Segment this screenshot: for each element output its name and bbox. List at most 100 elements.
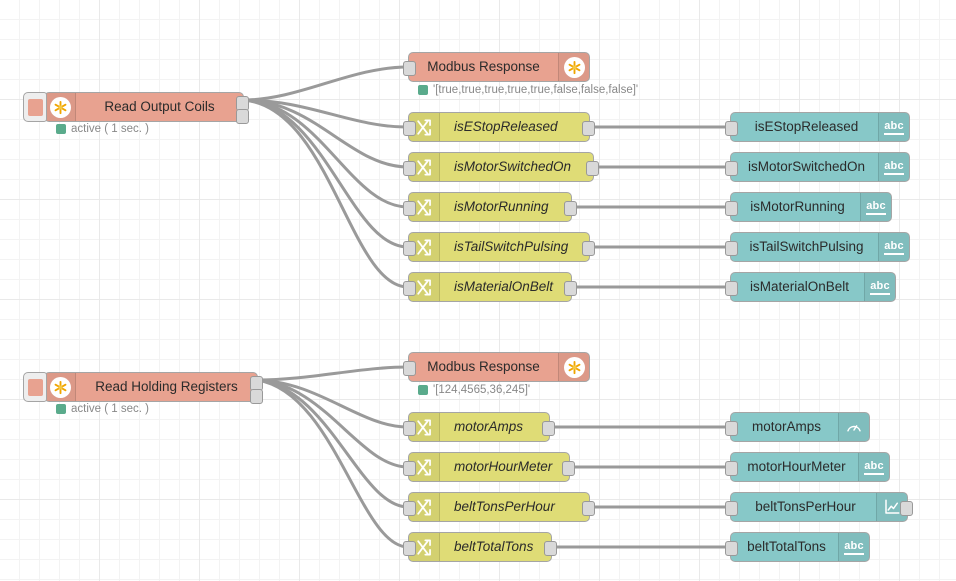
input-port[interactable]: [403, 361, 416, 376]
node-label: isMaterialOnBelt: [749, 279, 850, 294]
abc-icon: abc: [878, 113, 909, 141]
node-function-isestopreleased[interactable]: isEStopReleased: [403, 112, 595, 142]
status-text: active ( 1 sec. ): [71, 403, 149, 415]
abc-icon: abc: [858, 453, 889, 481]
input-port[interactable]: [725, 121, 738, 136]
input-port[interactable]: [403, 121, 416, 136]
wire-registers-fn-1: [256, 378, 409, 429]
node-label: beltTotalTons: [747, 539, 826, 554]
input-port[interactable]: [725, 421, 738, 436]
node-function-ismaterialonbelt[interactable]: isMaterialOnBelt: [403, 272, 577, 302]
output-port[interactable]: [582, 241, 595, 256]
wire-coils-fn-2: [242, 98, 409, 169]
wire-coils-fn-1: [242, 98, 409, 129]
status-read-holding-registers: active ( 1 sec. ): [56, 403, 149, 415]
node-read-holding-registers[interactable]: Read Holding Registers: [23, 372, 263, 404]
input-port[interactable]: [403, 201, 416, 216]
output-port[interactable]: [564, 281, 577, 296]
node-label: motorAmps: [454, 419, 524, 434]
status-dot: [418, 385, 428, 395]
abc-icon: abc: [860, 193, 891, 221]
output-port[interactable]: [562, 461, 575, 476]
modbus-asterisk-icon: [45, 93, 76, 121]
input-port[interactable]: [403, 421, 416, 436]
modbus-asterisk-icon: [558, 353, 589, 381]
inject-trigger-button[interactable]: [23, 372, 47, 402]
output-port[interactable]: [582, 121, 595, 136]
input-port[interactable]: [403, 61, 416, 76]
wire-registers-fn-3: [256, 378, 409, 509]
output-port-2[interactable]: [250, 389, 263, 404]
node-label: Read Holding Registers: [95, 379, 238, 394]
output-port[interactable]: [586, 161, 599, 176]
node-function-motoramps[interactable]: motorAmps: [403, 412, 555, 442]
node-function-belttotaltons[interactable]: beltTotalTons: [403, 532, 557, 562]
node-label: isTailSwitchPulsing: [454, 239, 569, 254]
output-port[interactable]: [582, 501, 595, 516]
status-text: '[124,4565,36,245]': [433, 384, 531, 396]
node-label: beltTonsPerHour: [755, 499, 856, 514]
wire-coils-fn-4: [242, 98, 409, 249]
input-port[interactable]: [403, 161, 416, 176]
node-debug-ismaterialonbelt[interactable]: isMaterialOnBelt abc: [725, 272, 896, 302]
node-label: Modbus Response: [427, 59, 540, 74]
node-label: Modbus Response: [427, 359, 540, 374]
function-icon: [409, 193, 440, 221]
output-port[interactable]: [542, 421, 555, 436]
node-debug-motorhourmeter[interactable]: motorHourMeter abc: [725, 452, 890, 482]
wire-registers-fn-4: [256, 378, 409, 549]
node-label: isMotorSwitchedOn: [747, 159, 866, 174]
input-port[interactable]: [725, 241, 738, 256]
node-function-motorhourmeter[interactable]: motorHourMeter: [403, 452, 575, 482]
node-debug-belttotaltons[interactable]: beltTotalTons abc: [725, 532, 870, 562]
output-port[interactable]: [564, 201, 577, 216]
node-chart-belttonsperhour[interactable]: beltTonsPerHour: [725, 492, 913, 522]
status-modbus-response-coils: '[true,true,true,true,true,false,false,f…: [418, 84, 638, 96]
node-debug-istailswitchpulsing[interactable]: isTailSwitchPulsing abc: [725, 232, 910, 262]
input-port[interactable]: [725, 541, 738, 556]
output-port[interactable]: [900, 501, 913, 516]
status-dot: [56, 124, 66, 134]
node-label: isEStopReleased: [454, 119, 558, 134]
node-modbus-response-registers[interactable]: Modbus Response: [403, 352, 590, 382]
node-debug-ismotorrunning[interactable]: isMotorRunning abc: [725, 192, 892, 222]
node-function-ismotorswitchedon[interactable]: isMotorSwitchedOn: [403, 152, 599, 182]
node-gauge-motoramps[interactable]: motorAmps: [725, 412, 870, 442]
status-read-output-coils: active ( 1 sec. ): [56, 123, 149, 135]
node-debug-isestopreleased[interactable]: isEStopReleased abc: [725, 112, 910, 142]
status-text: active ( 1 sec. ): [71, 123, 149, 135]
input-port[interactable]: [403, 281, 416, 296]
input-port[interactable]: [725, 161, 738, 176]
status-modbus-response-registers: '[124,4565,36,245]': [418, 384, 530, 396]
input-port[interactable]: [403, 541, 416, 556]
node-read-output-coils[interactable]: Read Output Coils: [23, 92, 249, 124]
abc-icon: abc: [878, 233, 909, 261]
node-label: isMotorRunning: [454, 199, 549, 214]
node-function-ismotorrunning[interactable]: isMotorRunning: [403, 192, 577, 222]
node-debug-ismotorswitchedon[interactable]: isMotorSwitchedOn abc: [725, 152, 910, 182]
inject-trigger-button[interactable]: [23, 92, 47, 122]
node-function-belttonsperhour[interactable]: beltTonsPerHour: [403, 492, 595, 522]
gauge-icon: [838, 413, 869, 441]
input-port[interactable]: [725, 281, 738, 296]
function-icon: [409, 533, 440, 561]
output-port-2[interactable]: [236, 109, 249, 124]
node-function-istailswitchpulsing[interactable]: isTailSwitchPulsing: [403, 232, 595, 262]
wire-registers-fn-2: [256, 378, 409, 469]
node-label: beltTonsPerHour: [454, 499, 555, 514]
input-port[interactable]: [725, 201, 738, 216]
status-text: '[true,true,true,true,true,false,false,f…: [433, 84, 639, 96]
abc-icon: abc: [878, 153, 909, 181]
input-port[interactable]: [725, 501, 738, 516]
abc-icon: abc: [838, 533, 869, 561]
input-port[interactable]: [403, 461, 416, 476]
input-port[interactable]: [403, 241, 416, 256]
input-port[interactable]: [725, 461, 738, 476]
wire-registers-response: [256, 365, 409, 382]
node-label: Read Output Coils: [104, 99, 215, 114]
input-port[interactable]: [403, 501, 416, 516]
output-port[interactable]: [544, 541, 557, 556]
node-label: motorHourMeter: [454, 459, 553, 474]
node-modbus-response-coils[interactable]: Modbus Response: [403, 52, 590, 82]
